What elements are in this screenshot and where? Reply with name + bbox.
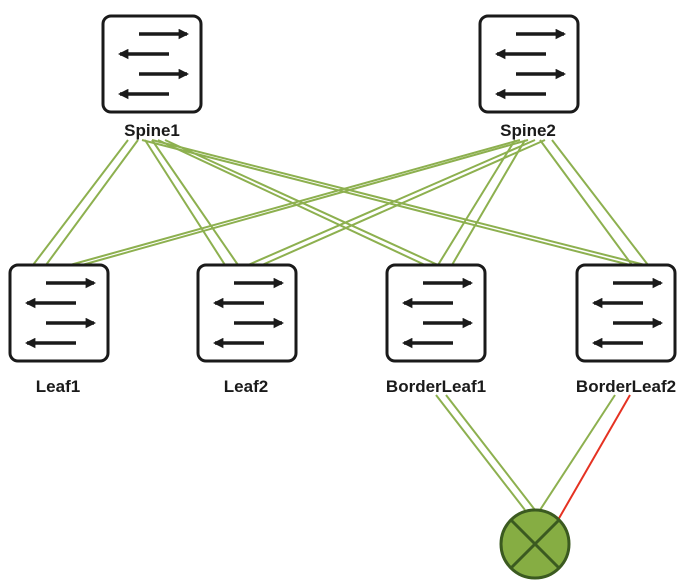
node-borderleaf1[interactable]	[385, 263, 487, 363]
link-spine2-borderleaf2	[539, 139, 633, 266]
switch-icon	[478, 14, 580, 114]
switch-icon	[196, 263, 298, 363]
link-spine2-borderleaf2	[551, 139, 649, 266]
link-spine2-borderleaf1	[437, 139, 516, 266]
link-borderleaf2-router	[539, 394, 616, 511]
link-spine1-leaf1	[32, 139, 129, 266]
node-label-spine2: Spine2	[500, 121, 556, 140]
node-spine1[interactable]	[101, 14, 203, 114]
link-spine1-leaf2	[151, 139, 239, 266]
link-borderleaf2-router-down	[557, 394, 631, 521]
node-leaf2[interactable]	[196, 263, 298, 363]
link-spine2-leaf2	[261, 139, 546, 266]
node-leaf1[interactable]	[8, 263, 110, 363]
link-spine2-borderleaf1	[451, 139, 526, 266]
node-label-borderleaf2: BorderLeaf2	[576, 377, 676, 396]
switch-icon	[101, 14, 203, 114]
switch-icon	[575, 263, 677, 363]
node-borderleaf2[interactable]	[575, 263, 677, 363]
node-label-leaf1: Leaf1	[36, 377, 80, 396]
node-spine2[interactable]	[478, 14, 580, 114]
link-spine1-borderleaf2	[141, 139, 631, 266]
node-router[interactable]	[499, 508, 571, 580]
node-label-spine1: Spine1	[124, 121, 180, 140]
node-label-leaf2: Leaf2	[224, 377, 268, 396]
switch-icon	[385, 263, 487, 363]
node-label-borderleaf1: BorderLeaf1	[386, 377, 486, 396]
switch-icon	[8, 263, 110, 363]
link-spine2-leaf2	[247, 139, 536, 266]
link-spine1-leaf2	[144, 139, 226, 266]
link-spine2-leaf1	[69, 139, 521, 266]
link-spine1-leaf1	[45, 139, 139, 266]
link-spine2-leaf1	[81, 139, 529, 266]
links-layer	[32, 139, 649, 521]
link-borderleaf1-router	[435, 394, 526, 511]
link-spine1-borderleaf2	[151, 139, 646, 266]
link-borderleaf1-router	[445, 394, 536, 511]
